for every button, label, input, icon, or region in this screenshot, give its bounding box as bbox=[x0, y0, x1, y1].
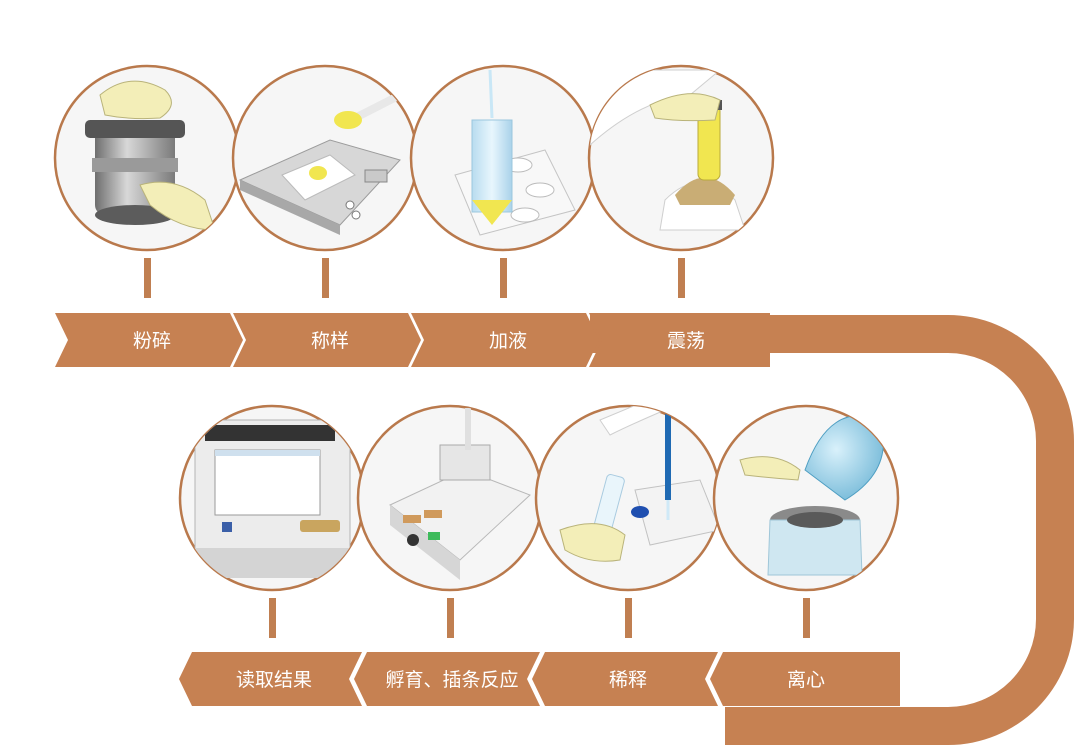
connector-5 bbox=[269, 598, 276, 638]
step-chevron-7 bbox=[354, 652, 540, 706]
scale-icon bbox=[231, 64, 419, 252]
connector-4 bbox=[678, 258, 685, 298]
pipette-tube-icon bbox=[409, 64, 597, 252]
connector-6 bbox=[447, 598, 454, 638]
step-label-1: 粉碎 bbox=[133, 330, 171, 352]
step-label-2: 称样 bbox=[311, 330, 349, 352]
grinder-icon bbox=[53, 64, 241, 252]
connector-2 bbox=[322, 258, 329, 298]
vortex-mixer-icon bbox=[587, 64, 775, 252]
step-label-8: 读取结果 bbox=[236, 669, 312, 691]
incubator-icon bbox=[356, 404, 544, 592]
step-chevron-8 bbox=[179, 652, 362, 706]
step-chevron-5 bbox=[710, 652, 900, 706]
step-chevron-4 bbox=[589, 313, 770, 367]
step-label-7: 孵育、插条反应 bbox=[385, 669, 518, 691]
connector-7 bbox=[625, 598, 632, 638]
step-chevron-6 bbox=[532, 652, 718, 706]
step-label-3: 加液 bbox=[489, 330, 527, 352]
centrifuge-icon bbox=[712, 404, 900, 592]
step-label-5: 离心 bbox=[787, 669, 825, 691]
process-track bbox=[590, 315, 1074, 745]
step-chevron-2 bbox=[233, 313, 421, 367]
step-label-6: 稀释 bbox=[609, 669, 647, 691]
step-chevron-3 bbox=[411, 313, 599, 367]
connector-1 bbox=[144, 258, 151, 298]
connector-8 bbox=[803, 598, 810, 638]
reader-device-icon bbox=[178, 404, 366, 592]
step-chevron-1 bbox=[55, 313, 243, 367]
connector-3 bbox=[500, 258, 507, 298]
dilution-pipette-icon bbox=[534, 404, 722, 592]
step-label-4: 震荡 bbox=[667, 330, 705, 352]
